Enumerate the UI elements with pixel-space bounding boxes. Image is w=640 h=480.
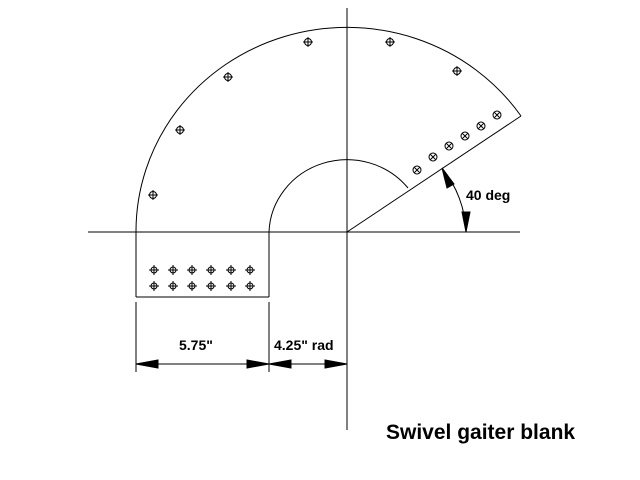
arrowhead-angle-top — [441, 167, 455, 189]
hole-outer — [223, 72, 233, 82]
radius-dimension-label: 4.25" rad — [274, 337, 334, 353]
hole-edge — [444, 141, 454, 151]
arrowhead-angle-bottom — [461, 211, 471, 233]
hole-rect — [206, 265, 216, 275]
hole-edge — [460, 131, 470, 141]
hole-outer — [452, 66, 462, 76]
drawing-title: Swivel gaiter blank — [386, 421, 575, 444]
width-dimension-label: 5.75" — [179, 337, 213, 353]
outer-arc — [135, 26, 522, 233]
angle-dimension-label: 40 deg — [466, 187, 510, 203]
hole-rect — [168, 265, 178, 275]
arrowhead-width-left — [135, 359, 159, 369]
hole-rect — [226, 265, 236, 275]
arrowhead-width-right — [246, 359, 270, 369]
hole-outer — [385, 37, 395, 47]
hole-rect — [149, 265, 159, 275]
hole-rect — [168, 281, 178, 291]
hole-edge — [428, 152, 438, 162]
hole-outer — [175, 125, 185, 135]
hole-rect — [187, 265, 197, 275]
arrowhead-radius-right — [324, 359, 348, 369]
hole-rect — [206, 281, 216, 291]
angled-edge — [346, 115, 522, 233]
arrowhead-radius-left — [268, 359, 292, 369]
hole-rect — [245, 265, 255, 275]
hole-rect — [245, 281, 255, 291]
hole-edge — [412, 165, 422, 175]
hole-rect — [187, 281, 197, 291]
hole-rect — [149, 281, 159, 291]
hole-rect — [226, 281, 236, 291]
inner-arc — [268, 159, 409, 233]
hole-outer — [148, 190, 158, 200]
hole-edge — [476, 121, 486, 131]
hole-outer — [303, 37, 313, 47]
hole-edge — [492, 110, 502, 120]
